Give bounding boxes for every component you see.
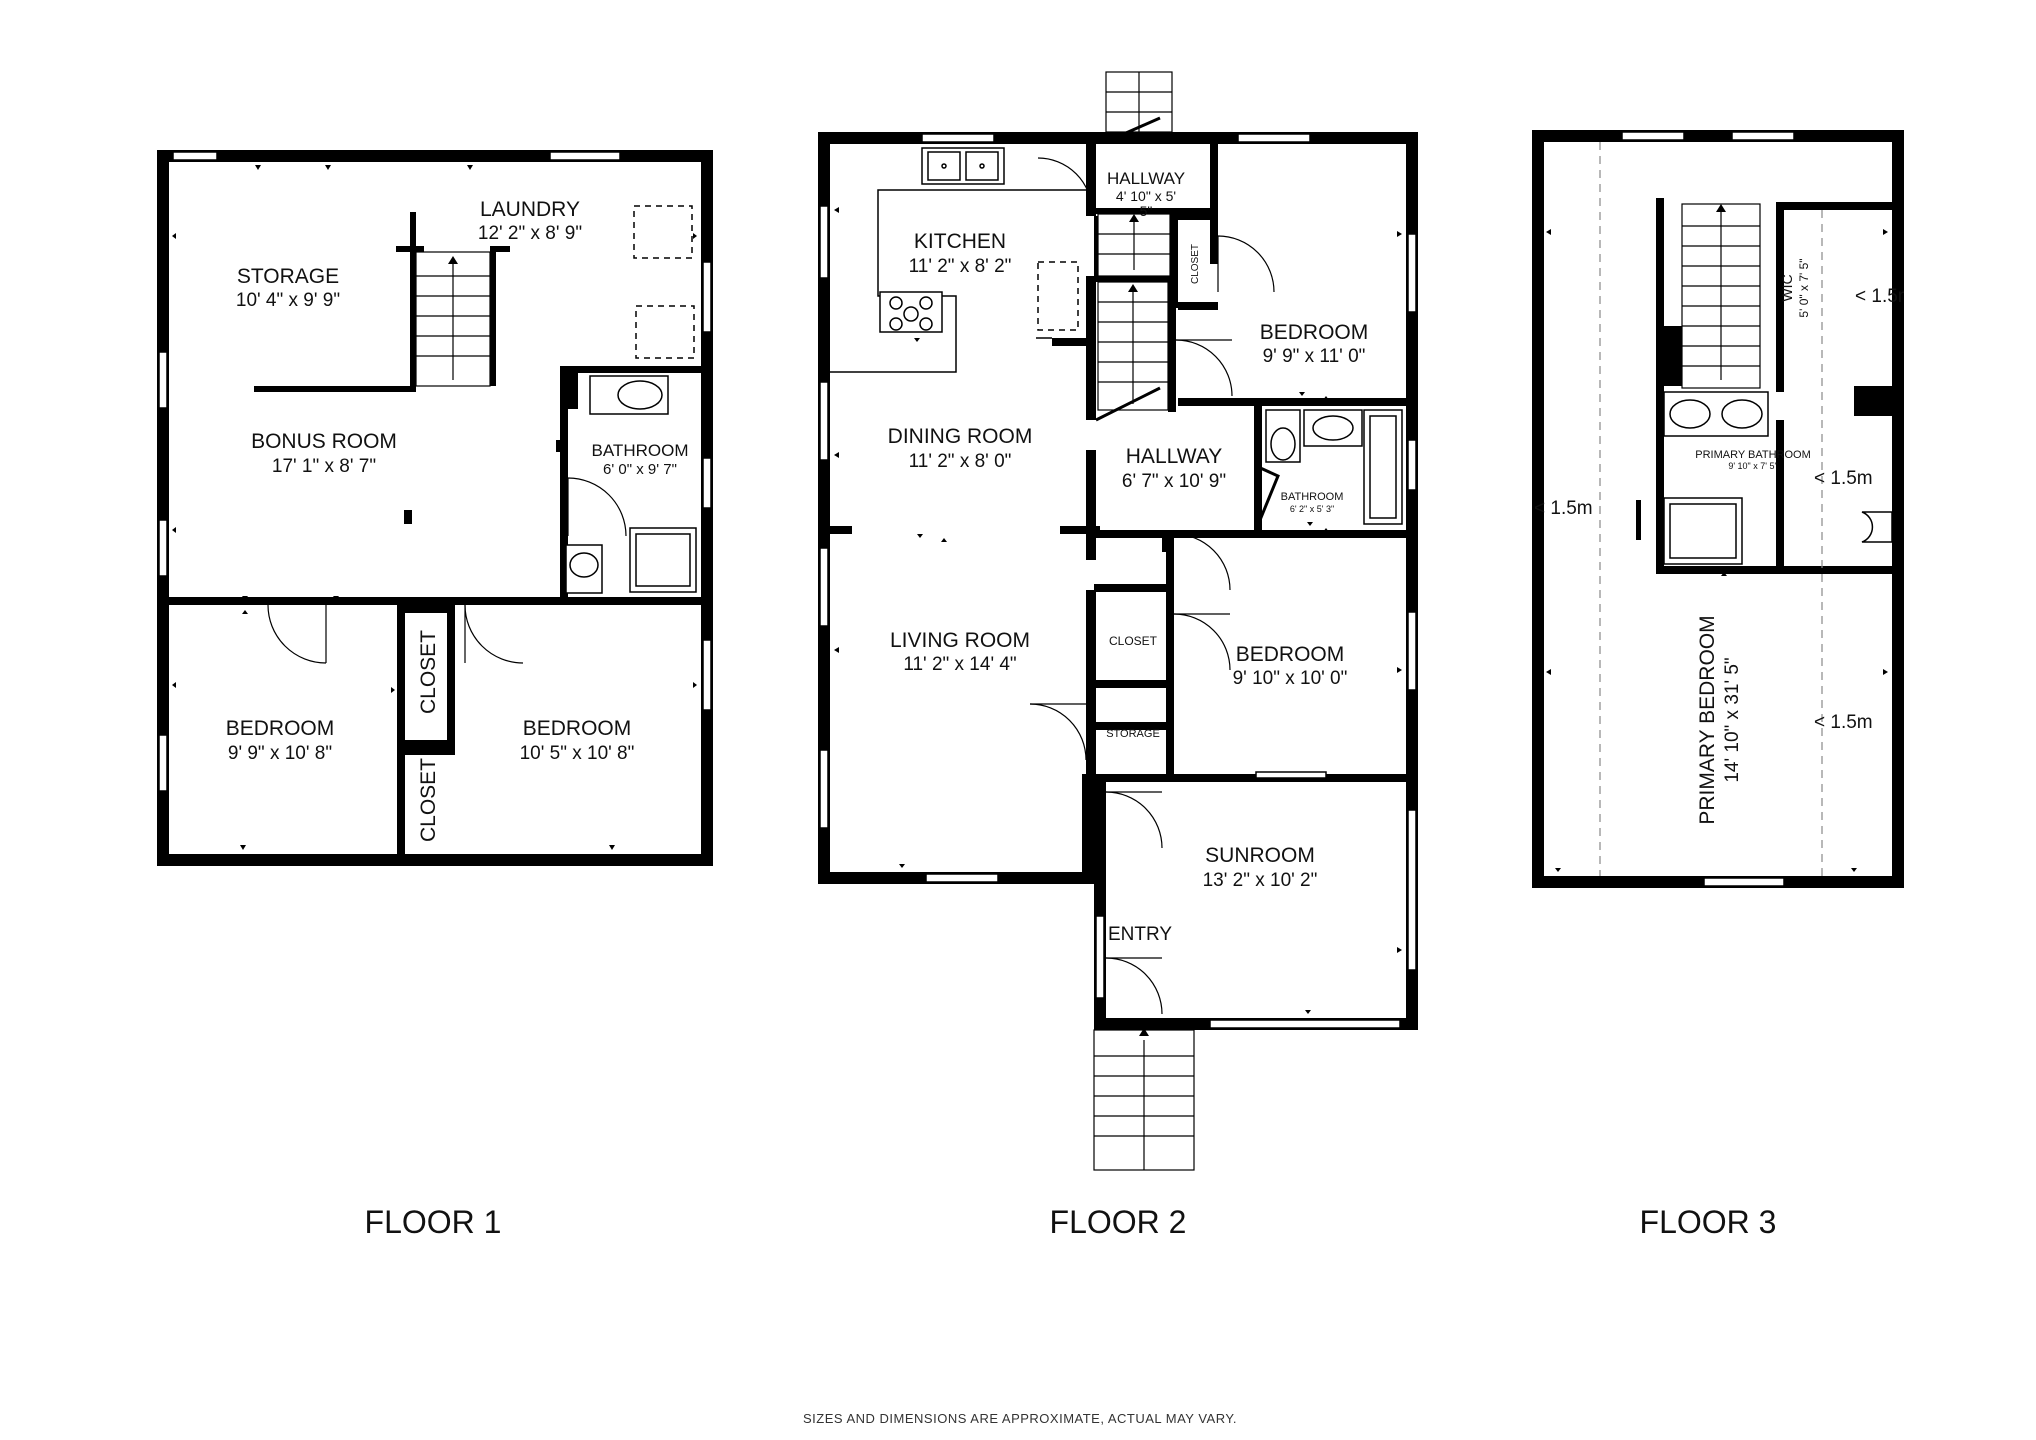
f1-closet-lower: CLOSET: [417, 758, 440, 842]
f2-bathroom-name: BATHROOM: [1281, 491, 1344, 503]
f2-bedroom-top-name: BEDROOM: [1260, 321, 1369, 344]
f2-living-room-dims: 11' 2" x 14' 4": [903, 654, 1016, 675]
f1-storage-name: STORAGE: [237, 265, 339, 288]
f1-bedroom-left-name: BEDROOM: [226, 717, 335, 740]
f3-wic-name: WIC: [1779, 274, 1795, 301]
f2-hallway-top-dims: 4' 10" x 5': [1116, 188, 1176, 204]
f1-bathroom-dims: 6' 0" x 9' 7": [603, 461, 677, 478]
f3-primary-bathroom-dims: 9' 10" x 7' 5": [1728, 461, 1777, 471]
f2-closet-mid: CLOSET: [1109, 634, 1158, 648]
f1-bedroom-left-dims: 9' 9" x 10' 8": [228, 743, 332, 764]
f2-sunroom-name: SUNROOM: [1205, 844, 1315, 867]
floor-3-label: FLOOR 3: [1640, 1204, 1777, 1240]
floor-3-plan: WIC 5' 0" x 7' 5" PRIMARY BATHROOM 9' 10…: [1532, 130, 1914, 1240]
f2-hallway-top-dims-cont: 5": [1140, 203, 1153, 219]
f2-hallway-mid-name: HALLWAY: [1126, 445, 1222, 468]
f2-dining-room-dims: 11' 2" x 8' 0": [909, 451, 1012, 472]
f1-bonus-room-name: BONUS ROOM: [251, 430, 397, 453]
floor-2-label: FLOOR 2: [1050, 1204, 1187, 1240]
f1-laundry-dims: 12' 2" x 8' 9": [478, 223, 582, 244]
f1-bedroom-right-dims: 10' 5" x 10' 8": [520, 743, 635, 764]
f3-wic-dims: 5' 0" x 7' 5": [1797, 258, 1811, 317]
f2-kitchen-name: KITCHEN: [914, 230, 1006, 253]
f2-storage: STORAGE: [1106, 728, 1160, 740]
f2-kitchen-dims: 11' 2" x 8' 2": [909, 256, 1012, 277]
f1-laundry-name: LAUNDRY: [480, 198, 580, 221]
f2-entry: ENTRY: [1108, 924, 1172, 945]
disclaimer-text: SIZES AND DIMENSIONS ARE APPROXIMATE, AC…: [803, 1411, 1237, 1426]
f3-height-mark-2: < 1.5m: [1814, 468, 1873, 489]
f3-primary-bedroom-dims: 14' 10" x 31' 5": [1722, 657, 1743, 782]
f2-bathroom-dims: 6' 2" x 5' 3": [1290, 504, 1334, 514]
f2-dining-room-name: DINING ROOM: [888, 425, 1033, 448]
floor-1-plan: STORAGE 10' 4" x 9' 9" LAUNDRY 12' 2" x …: [157, 150, 713, 1240]
f3-height-mark-4: < 1.5m: [1814, 712, 1873, 733]
f1-storage-dims: 10' 4" x 9' 9": [236, 290, 340, 311]
f1-bathroom-name: BATHROOM: [592, 441, 689, 460]
f2-hallway-top-name: HALLWAY: [1107, 169, 1185, 188]
f2-sunroom-dims: 13' 2" x 10' 2": [1203, 870, 1318, 891]
f2-bedroom-top-dims: 9' 9" x 11' 0": [1263, 346, 1366, 367]
floor-1-label: FLOOR 1: [365, 1204, 502, 1240]
floor-2-plan: KITCHEN 11' 2" x 8' 2" HALLWAY 4' 10" x …: [818, 71, 1418, 1240]
f3-primary-bedroom-name: PRIMARY BEDROOM: [1696, 615, 1719, 824]
f1-closet-upper: CLOSET: [417, 630, 440, 714]
f2-closet-top: CLOSET: [1190, 244, 1201, 284]
f1-bonus-room-dims: 17' 1" x 8' 7": [272, 456, 376, 477]
f2-bedroom-mid-name: BEDROOM: [1236, 643, 1345, 666]
f1-bedroom-right-name: BEDROOM: [523, 717, 632, 740]
f3-primary-bathroom-name: PRIMARY BATHROOM: [1695, 449, 1811, 461]
f3-height-mark-3: < 1.5m: [1534, 498, 1593, 519]
f2-hallway-mid-dims: 6' 7" x 10' 9": [1122, 471, 1226, 492]
f3-height-mark-1: < 1.5m: [1855, 286, 1914, 307]
f2-living-room-name: LIVING ROOM: [890, 629, 1030, 652]
f2-bedroom-mid-dims: 9' 10" x 10' 0": [1233, 668, 1348, 689]
